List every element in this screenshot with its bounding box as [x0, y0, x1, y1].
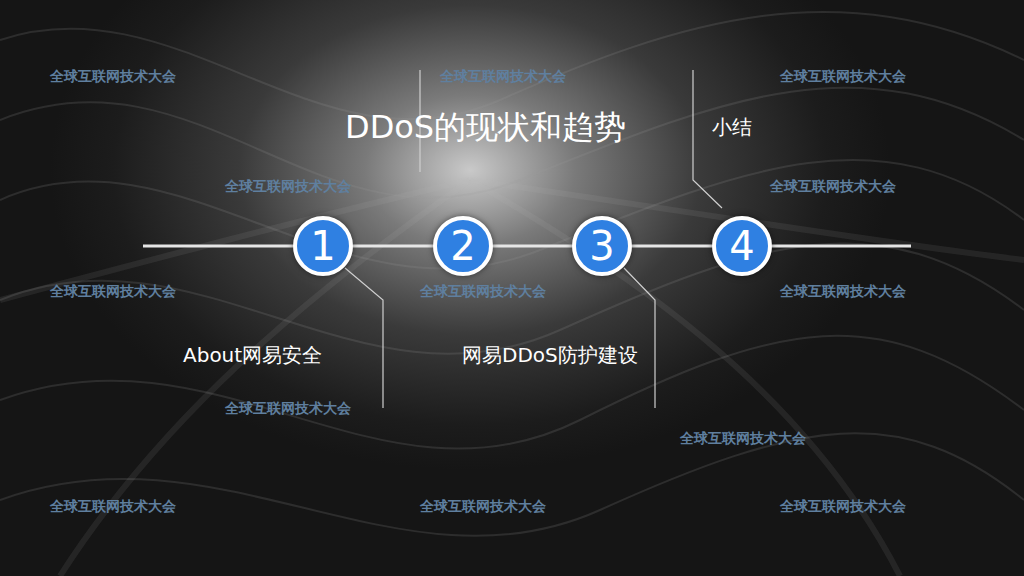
step-number: 3: [589, 226, 614, 266]
watermark: 全球互联网技术大会: [50, 498, 176, 516]
watermark: 全球互联网技术大会: [50, 68, 176, 86]
step-circle: 2: [433, 216, 493, 276]
section-title: 网易DDoS防护建设: [462, 342, 638, 369]
timeline-connector: [493, 245, 572, 248]
section-title: DDoS的现状和趋势: [345, 106, 626, 150]
section-title: 小结: [712, 114, 752, 141]
watermark: 全球互联网技术大会: [440, 68, 566, 86]
step-number: 4: [729, 226, 754, 266]
watermark: 全球互联网技术大会: [770, 178, 896, 196]
timeline-line: [143, 245, 911, 248]
timeline-connector: [353, 245, 433, 248]
step-circle: 4: [712, 216, 772, 276]
watermark: 全球互联网技术大会: [780, 283, 906, 301]
step-number: 2: [450, 226, 475, 266]
step-number: 1: [310, 226, 335, 266]
leader-line: [345, 70, 722, 408]
watermark: 全球互联网技术大会: [225, 400, 351, 418]
watermark: 全球互联网技术大会: [420, 283, 546, 301]
watermark: 全球互联网技术大会: [225, 178, 351, 196]
watermark: 全球互联网技术大会: [680, 430, 806, 448]
watermark: 全球互联网技术大会: [50, 283, 176, 301]
section-title: About网易安全: [183, 342, 322, 369]
step-circle: 1: [293, 216, 353, 276]
watermark: 全球互联网技术大会: [780, 68, 906, 86]
timeline-connector: [632, 245, 712, 248]
watermark: 全球互联网技术大会: [420, 498, 546, 516]
step-circle: 3: [572, 216, 632, 276]
watermark: 全球互联网技术大会: [780, 498, 906, 516]
